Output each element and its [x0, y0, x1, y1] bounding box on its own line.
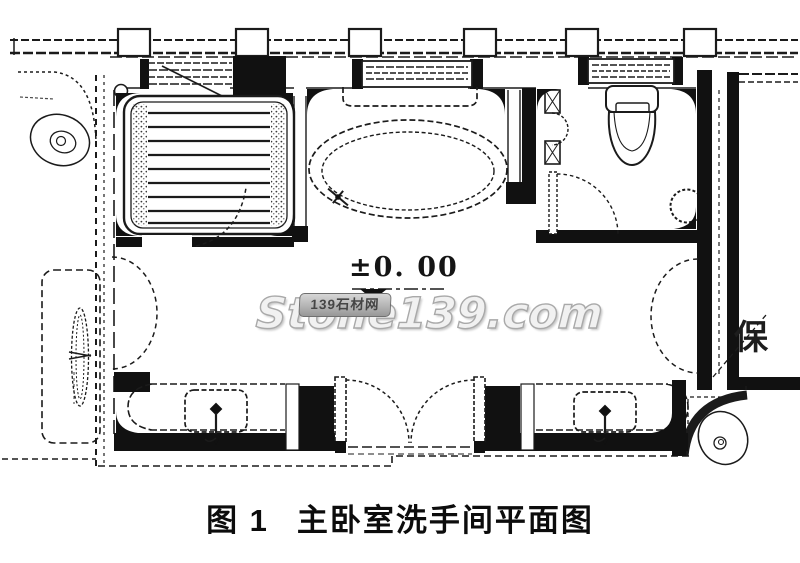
spiral-ornament-bottom-right	[697, 410, 749, 466]
wall-corner-fillets	[116, 89, 696, 433]
door-leaf-right	[473, 376, 486, 444]
door-leaf-left	[334, 376, 347, 444]
window-above-bathtub	[352, 59, 483, 89]
spiral-ornament-top-left	[29, 113, 91, 167]
wall-oval-left	[111, 256, 158, 370]
adjacent-room-label: 保	[734, 319, 768, 357]
cabinet-outline-left	[41, 269, 101, 444]
toilet-room	[522, 85, 705, 243]
watermark-badge: 139石材网	[298, 293, 392, 317]
sink-left	[184, 389, 248, 433]
exterior-curved-wall	[2, 71, 97, 460]
toilet-door	[548, 171, 619, 236]
shower-door-swing	[195, 187, 247, 247]
west-wall	[95, 75, 115, 466]
south-wall	[98, 433, 690, 467]
figure-number: 图 1	[206, 503, 269, 538]
bathtub-alcove	[292, 87, 536, 242]
figure-title: 主卧室洗手间平面图	[296, 503, 594, 538]
wall-oval-right	[650, 258, 699, 374]
door-swing-right	[410, 379, 475, 444]
double-door	[334, 376, 486, 455]
east-wall-corridor	[679, 70, 800, 457]
window-sill	[342, 87, 478, 107]
figure-caption: 图 1 主卧室洗手间平面图	[0, 495, 800, 540]
elevation-label: ±0. 00	[349, 252, 459, 283]
towel-holder	[544, 89, 569, 165]
bathtub-faucet-icon	[327, 187, 349, 207]
pilaster	[116, 27, 718, 58]
shower-room	[113, 83, 296, 249]
door-swing-left	[345, 379, 410, 444]
exterior-wall-top	[10, 27, 798, 58]
shower-bench	[122, 94, 296, 236]
window-above-toilet	[578, 57, 683, 85]
floor-plan-drawing	[2, 27, 800, 467]
window-above-shower	[140, 59, 232, 89]
faucet-left-icon	[204, 402, 223, 445]
illegible-annotation	[19, 96, 55, 100]
toilet	[605, 85, 659, 167]
vanity-left	[114, 372, 334, 451]
mirror-leaf-left	[68, 307, 92, 407]
bathtub	[308, 119, 508, 219]
